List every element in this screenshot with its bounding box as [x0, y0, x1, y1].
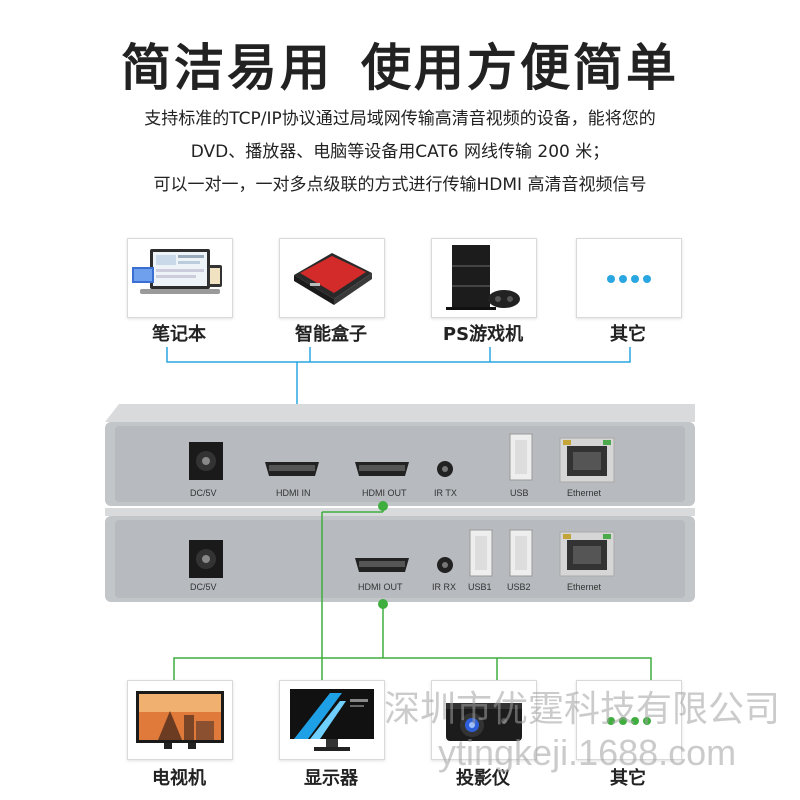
source-card-game-console — [431, 238, 537, 318]
game-console-icon — [446, 245, 520, 310]
tx-port-ir-tx: IR TX — [434, 488, 457, 498]
more-dots-icon — [607, 717, 651, 725]
monitor-icon — [290, 689, 374, 751]
source-card-other — [576, 238, 682, 318]
output-card-projector — [431, 680, 537, 760]
description-line-1: 支持标准的TCP/IP协议通过局域网传输高清音视频的设备，能将您的 — [144, 109, 656, 129]
output-label-other: 其它 — [610, 768, 646, 789]
title-left: 简洁易用 — [121, 39, 333, 97]
source-card-smart-box — [279, 238, 385, 318]
output-label-tv: 电视机 — [152, 768, 206, 789]
source-card-laptop — [127, 238, 233, 318]
rx-port-usb1: USB1 — [468, 582, 492, 592]
output-card-tv — [127, 680, 233, 760]
output-label-monitor: 显示器 — [304, 768, 358, 789]
projector-icon — [446, 703, 522, 741]
smart-box-icon — [294, 253, 372, 305]
source-label-game-console: PS游戏机 — [442, 324, 524, 345]
title-right: 使用方便简单 — [361, 39, 679, 97]
tx-port-usb: USB — [510, 488, 529, 498]
rx-port-usb2: USB2 — [507, 582, 531, 592]
transmitter-unit — [105, 404, 695, 506]
source-label-other: 其它 — [610, 324, 646, 345]
output-card-monitor — [279, 680, 385, 760]
tx-port-dc: DC/5V — [190, 488, 217, 498]
output-label-projector: 投影仪 — [456, 768, 510, 789]
tx-port-ethernet: Ethernet — [567, 488, 602, 498]
rx-port-ir-rx: IR RX — [432, 582, 457, 592]
output-card-other — [576, 680, 682, 760]
source-label-laptop: 笔记本 — [152, 324, 206, 345]
tv-icon — [136, 691, 224, 749]
more-dots-icon — [607, 275, 651, 283]
description-line-2: DVD、播放器、电脑等设备用CAT6 网线传输 200 米； — [190, 142, 610, 162]
description-line-3: 可以一对一，一对多点级联的方式进行传输HDMI 高清音视频信号 — [153, 175, 647, 195]
tx-port-hdmi-in: HDMI IN — [276, 488, 311, 498]
tx-port-hdmi-out: HDMI OUT — [362, 488, 407, 498]
rx-port-dc: DC/5V — [190, 582, 217, 592]
rx-port-hdmi-out: HDMI OUT — [358, 582, 403, 592]
watermark-company: 深圳市优霆科技有限公司 — [384, 688, 781, 729]
laptop-icon — [132, 249, 222, 294]
receiver-unit — [105, 508, 695, 602]
source-label-smart-box: 智能盒子 — [295, 324, 367, 345]
page-title: 简洁易用使用方便简单 — [0, 28, 800, 100]
watermark-site: ytingkeji.1688.com — [438, 732, 737, 773]
rx-port-ethernet: Ethernet — [567, 582, 602, 592]
